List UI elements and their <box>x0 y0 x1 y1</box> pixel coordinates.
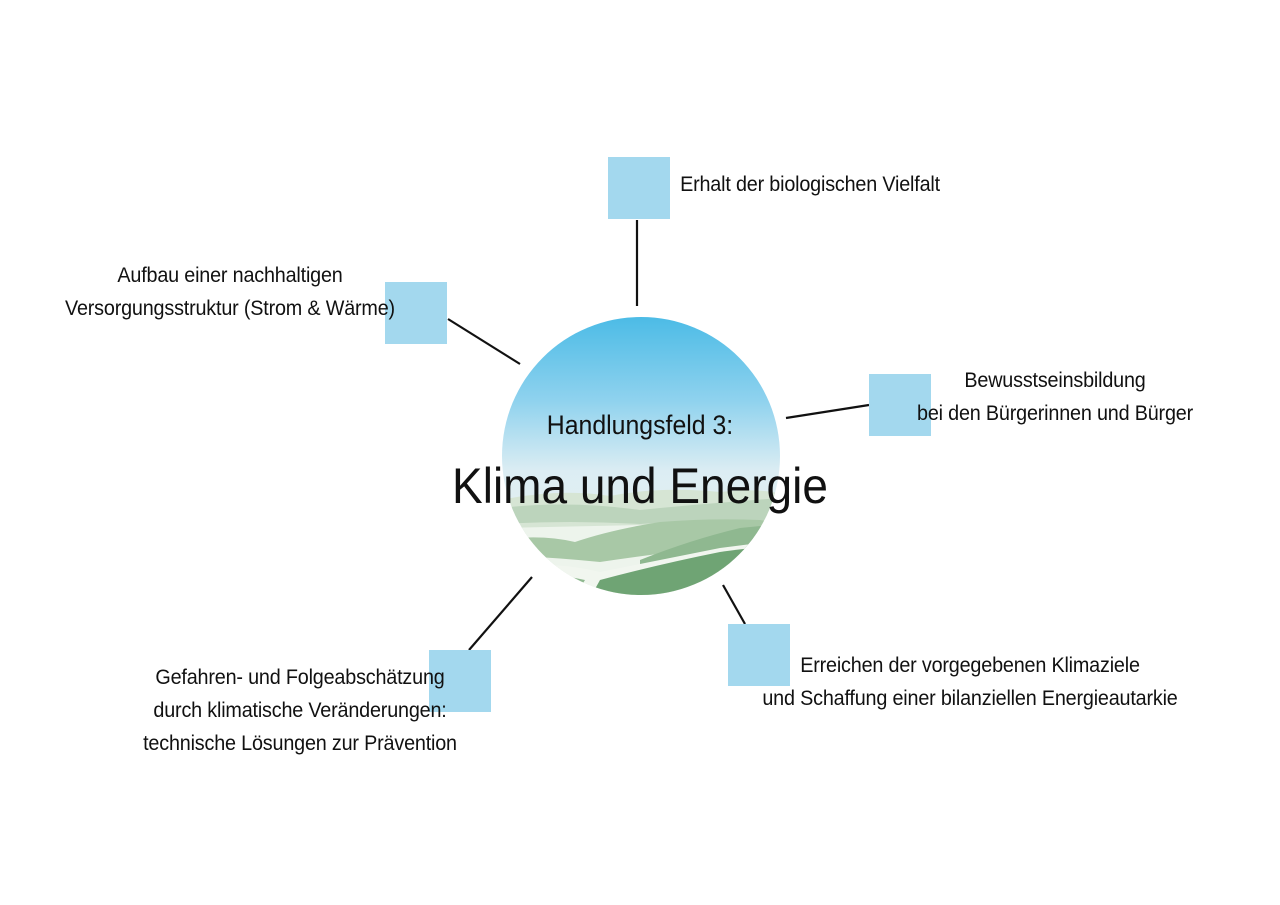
marker-square-bottom-left <box>429 650 491 712</box>
center-title: Klima und Energie <box>452 458 828 514</box>
node-label-line: Erhalt der biologischen Vielfalt <box>680 172 940 196</box>
node-label-line: technische Lösungen zur Prävention <box>143 731 457 755</box>
marker-square-bottom-right <box>728 624 790 686</box>
center-subtitle: Handlungsfeld 3: <box>546 410 734 440</box>
node-label-line: Versorgungsstruktur (Strom & Wärme) <box>65 296 395 320</box>
connector-line-bottom-right <box>722 584 746 625</box>
node-label-upper-left: Aufbau einer nachhaltigen Versorgungsstr… <box>28 259 433 325</box>
node-label-right: Bewusstseinsbildung bei den Bürgerinnen … <box>885 364 1225 430</box>
node-label-top: Erhalt der biologischen Vielfalt <box>644 168 975 201</box>
connector-line-right <box>785 403 870 420</box>
node-label-line: Gefahren- und Folgeabschätzung <box>155 665 445 689</box>
node-label-line: Erreichen der vorgegebenen Klimaziele <box>800 653 1140 677</box>
node-label-line: und Schaffung einer bilanziellen Energie… <box>762 686 1178 710</box>
connector-line-bottom-left <box>468 576 533 651</box>
connector-line-upper-left <box>447 318 521 365</box>
node-label-bottom-right: Erreichen der vorgegebenen Klimaziele un… <box>722 649 1219 715</box>
node-label-line: Aufbau einer nachhaltigen <box>117 263 343 287</box>
node-label-line: bei den Bürgerinnen und Bürger <box>917 401 1193 425</box>
node-label-bottom-left: Gefahren- und Folgeabschätzung durch kli… <box>107 661 493 760</box>
marker-square-upper-left <box>385 282 447 344</box>
node-label-line: durch klimatische Veränderungen: <box>153 698 447 722</box>
node-label-line: Bewusstseinsbildung <box>964 368 1146 392</box>
marker-square-right <box>869 374 931 436</box>
marker-square-top <box>608 157 670 219</box>
